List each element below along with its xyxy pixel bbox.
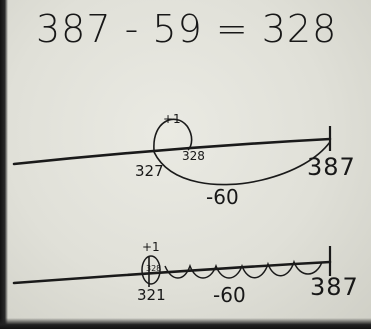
photo-edge-left	[0, 0, 8, 329]
number-line-1-axis	[12, 137, 332, 166]
number-line-1-minus-arc	[153, 141, 331, 186]
number-line-2-minus-label: -60	[213, 283, 246, 307]
equation-text: 387 - 59 = 328	[36, 7, 338, 51]
number-line-2-plus-label: +1	[142, 240, 160, 254]
number-line-2-end-label: 387	[310, 273, 359, 301]
number-line-2-jumps	[164, 259, 323, 279]
number-line-1-start-label: 327	[135, 162, 164, 180]
photo-edge-bottom	[0, 318, 371, 329]
number-line-1-minus-label: -60	[206, 185, 239, 209]
number-line-1-mid-label: 328	[182, 149, 205, 163]
number-line-1-end-label: 387	[307, 153, 356, 181]
number-line-1-plus-arc	[153, 118, 193, 151]
number-line-1-plus-label: +1	[163, 112, 181, 126]
number-line-2-plus-loop	[141, 255, 161, 285]
number-line-2-axis	[12, 260, 332, 285]
number-line-2-mid-label: 328	[146, 264, 162, 273]
number-line-2-start-label: 321	[137, 286, 166, 304]
